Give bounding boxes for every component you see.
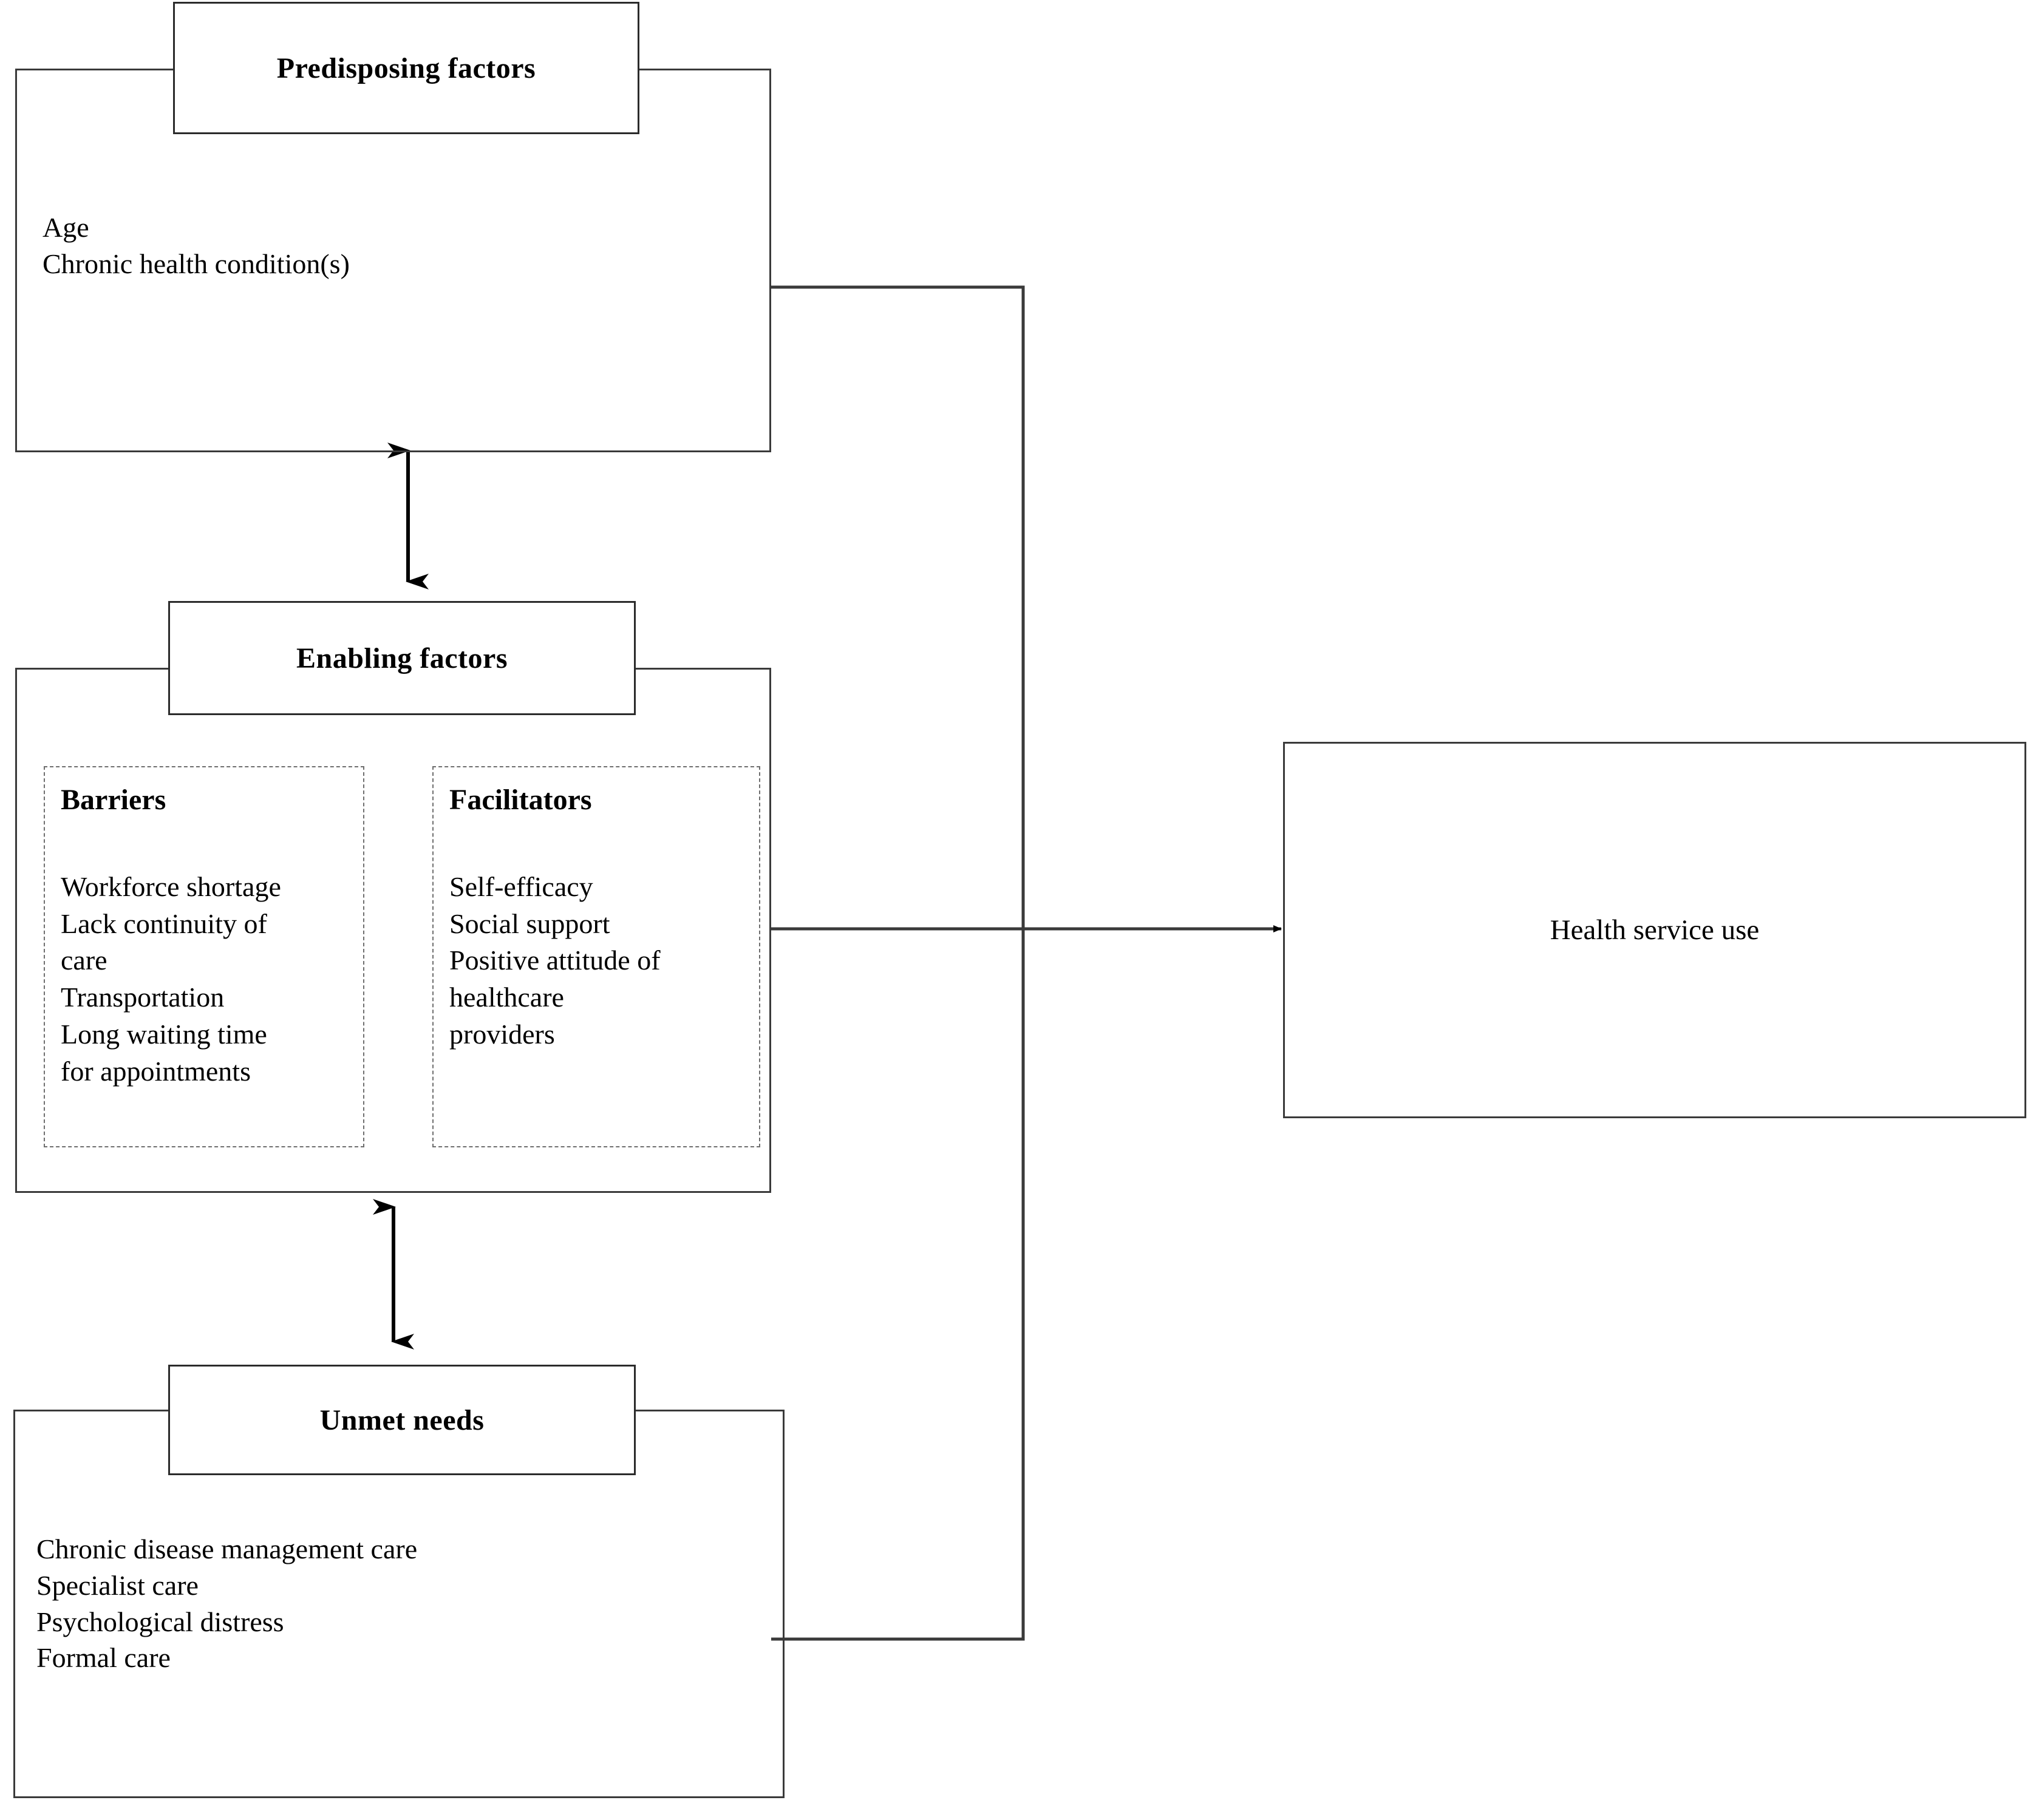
health-service-use-label: Health service use (1550, 914, 1760, 946)
unmet-needs-title-box: Unmet needs (168, 1365, 636, 1475)
connector-bus-line (771, 285, 1025, 1641)
facilitators-title: Facilitators (449, 784, 592, 816)
enabling-factors-title-box: Enabling factors (168, 601, 636, 715)
predisposing-factors-title-box: Predisposing factors (173, 2, 639, 134)
health-service-use-box: Health service use (1283, 742, 2026, 1118)
barriers-group: Barriers Workforce shortage Lack continu… (44, 766, 364, 1147)
unmet-needs-items: Chronic disease management care Speciali… (36, 1533, 418, 1674)
unmet-needs-title: Unmet needs (319, 1404, 485, 1436)
facilitators-items: Self-efficacy Social support Positive at… (449, 871, 661, 1050)
barriers-items: Workforce shortage Lack continuity of ca… (61, 871, 281, 1087)
predisposing-factors-items: Age Chronic health condition(s) (43, 212, 350, 279)
facilitators-group: Facilitators Self-efficacy Social suppor… (432, 766, 760, 1147)
barriers-title: Barriers (61, 784, 166, 816)
predisposing-factors-title: Predisposing factors (276, 52, 536, 84)
enabling-factors-title: Enabling factors (296, 642, 508, 674)
